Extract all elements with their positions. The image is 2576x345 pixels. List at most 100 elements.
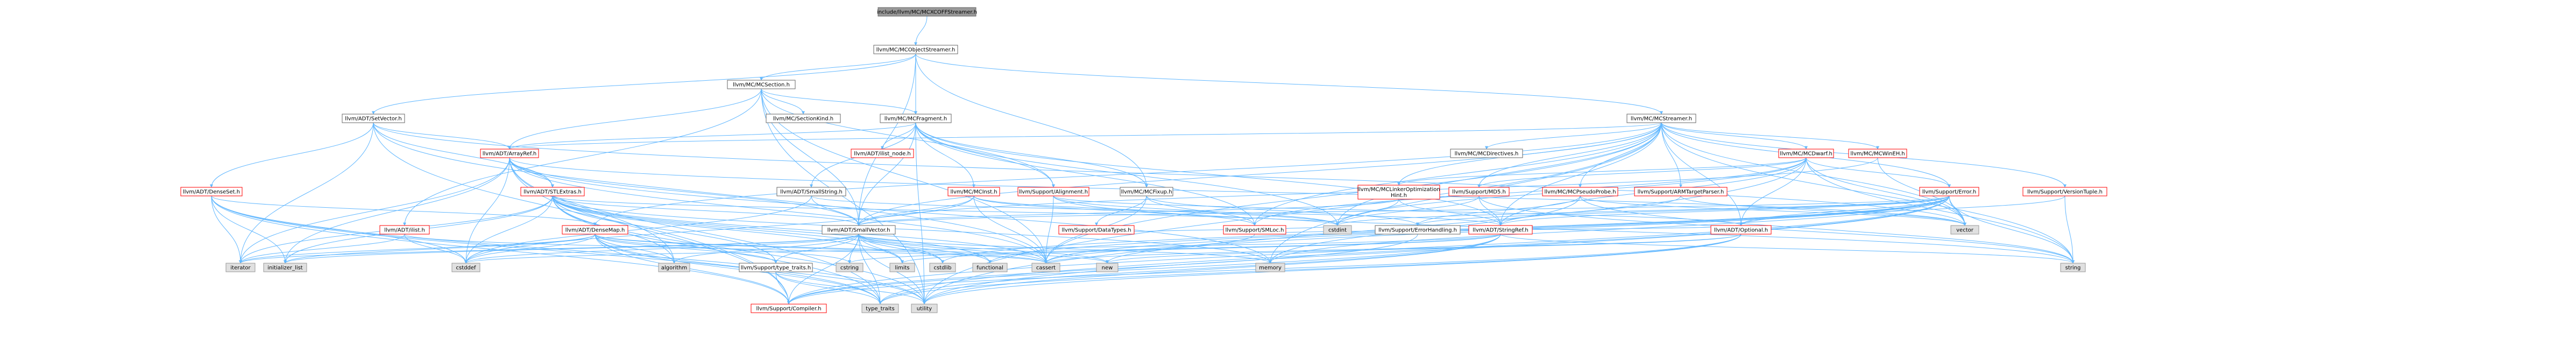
edge-mcstreamer-to-smloc: [1253, 122, 1662, 226]
edge-densesetl-to-utility: [211, 195, 926, 305]
node-mcpseudoprobe[interactable]: llvm/MC/MCPseudoProbe.h: [1542, 187, 1618, 196]
node-alignment[interactable]: llvm/Support/Alignment.h: [1017, 187, 1089, 196]
edge-setvector-to-densesetl: [210, 122, 374, 188]
node-mcfragment[interactable]: llvm/MC/MCFragment.h: [880, 114, 952, 123]
edge-smallstring-to-cstddef: [464, 195, 812, 264]
node-stlextras[interactable]: llvm/ADT/STLExtras.h: [520, 187, 585, 196]
node-box: [851, 149, 914, 158]
node-typetraits[interactable]: llvm/Support/type_traits.h: [739, 263, 813, 272]
node-box: [1058, 225, 1135, 235]
node-box: [520, 187, 585, 196]
edge-mcstreamer-to-cassert: [1044, 122, 1662, 264]
node-box: [751, 304, 827, 313]
edge-smallvector-to-cstdlib: [858, 234, 944, 264]
node-densesetl[interactable]: llvm/ADT/DenseSet.h: [180, 187, 243, 196]
node-datatypes[interactable]: llvm/Support/DataTypes.h: [1058, 225, 1135, 235]
node-mcdwarf[interactable]: llvm/MC/MCDwarf.h: [1778, 149, 1834, 158]
node-versiontuple[interactable]: llvm/Support/VersionTuple.h: [2022, 187, 2107, 196]
node-box: [947, 187, 1000, 196]
node-mcobjectstreamer[interactable]: llvm/MC/MCObjectStreamer.h: [873, 45, 958, 54]
node-label: llvm/ADT/Optional.h: [1714, 228, 1768, 234]
node-box: [861, 304, 899, 313]
node-box: [873, 45, 958, 54]
node-label: llvm/ADT/ilist.h: [384, 228, 425, 234]
edge-mcstreamer-to-string: [1661, 122, 2075, 264]
edge-smallvector-to-typetraits: [774, 234, 859, 264]
edge-mcsection-to-mcsectionkind: [761, 88, 805, 115]
node-limits: limits: [889, 263, 915, 272]
node-box: [1848, 149, 1907, 158]
node-label: utility: [917, 306, 932, 312]
edge-stlextras-to-utility: [552, 195, 926, 305]
edge-mcstreamer-to-densemap: [593, 122, 1662, 226]
node-label: limits: [895, 265, 909, 271]
edge-mcdwarf-to-string: [1806, 157, 2075, 264]
edge-supporterror-to-stringref: [1499, 195, 1950, 226]
node-mcstreamer[interactable]: llvm/MC/MCStreamer.h: [1626, 114, 1696, 123]
node-stringref[interactable]: llvm/ADT/StringRef.h: [1468, 225, 1533, 235]
node-box: [1096, 263, 1119, 272]
node-box: [889, 263, 915, 272]
edge-densemap-to-new: [595, 234, 1109, 264]
node-label: vector: [1956, 228, 1974, 234]
node-label: cstdlib: [934, 265, 952, 271]
node-setvector[interactable]: llvm/ADT/SetVector.h: [342, 114, 405, 123]
edge-stlextras-to-typetraitsstd: [552, 195, 882, 305]
node-mcinst[interactable]: llvm/MC/MCInst.h: [947, 187, 1000, 196]
edge-typetraits-to-typetraitsstd: [775, 271, 882, 305]
edge-smallvector-to-cstring: [848, 234, 859, 264]
edge-mcsection-to-arrayref: [508, 88, 762, 150]
edge-mcfragment-to-utility: [915, 122, 926, 305]
edge-arrayref-to-vector: [509, 157, 1966, 226]
node-mcfixup[interactable]: llvm/MC/MCFixup.h: [1120, 187, 1173, 196]
edge-optional-to-typetraitsstd: [879, 234, 1742, 305]
node-box: [776, 187, 846, 196]
node-box: [1950, 225, 1979, 235]
edge-mclinkeropt-to-smallvector: [857, 199, 1399, 226]
node-label: llvm/MC/MCFragment.h: [884, 116, 947, 122]
node-compiler[interactable]: llvm/Support/Compiler.h: [751, 304, 827, 313]
node-mcsectionkind[interactable]: llvm/MC/SectionKind.h: [766, 114, 841, 123]
node-label: llvm/MC/SectionKind.h: [773, 116, 833, 122]
node-label: llvm/ADT/ilist_node.h: [854, 151, 911, 157]
edge-mcstreamer-to-stringref: [1499, 122, 1662, 226]
node-mcsection[interactable]: llvm/MC/MCSection.h: [727, 80, 796, 89]
edge-smallstring-to-smallvector: [811, 195, 860, 226]
node-errorhandling[interactable]: llvm/Support/ErrorHandling.h: [1375, 225, 1461, 235]
node-densemap[interactable]: llvm/ADT/DenseMap.h: [562, 225, 628, 235]
node-label: llvm/MC/MCFixup.h: [1121, 189, 1172, 195]
node-arrayref[interactable]: llvm/ADT/ArrayRef.h: [480, 149, 539, 158]
node-smallstring[interactable]: llvm/ADT/SmallString.h: [776, 187, 846, 196]
node-label: Hint.h: [1391, 193, 1407, 199]
node-md5[interactable]: llvm/Support/MD5.h: [1448, 187, 1510, 196]
node-box: [1450, 149, 1523, 158]
edge-densesetl-to-typetraitsstd: [211, 195, 882, 305]
edge-mcstreamer-to-mcdirectives: [1485, 122, 1662, 150]
node-label: llvm/ADT/DenseSet.h: [183, 189, 240, 195]
node-ilistnode[interactable]: llvm/ADT/ilist_node.h: [851, 149, 914, 158]
edge-mcstreamer-to-utility: [923, 122, 1662, 305]
node-mcdirectives[interactable]: llvm/MC/MCDirectives.h: [1450, 149, 1523, 158]
edge-mcfragment-to-smloc: [915, 122, 1256, 226]
node-smloc[interactable]: llvm/Support/SMLoc.h: [1223, 225, 1286, 235]
edge-root-to-mcobjectstreamer: [914, 16, 928, 46]
edge-mcobjectstreamer-to-smallvector: [857, 53, 916, 226]
edge-smallvector-to-iterator: [239, 234, 859, 264]
node-armtarget[interactable]: llvm/Support/ARMTargetParser.h: [1634, 187, 1728, 196]
node-vector: vector: [1950, 225, 1979, 235]
node-box: [180, 187, 243, 196]
edge-densemap-to-cstddef: [464, 234, 596, 264]
node-smallvector[interactable]: llvm/ADT/SmallVector.h: [822, 225, 896, 235]
edge-mcobjectstreamer-to-mcstreamer: [915, 53, 1663, 115]
edge-stlextras-to-cstddef: [464, 195, 553, 264]
edge-supporterror-to-string: [1949, 195, 2075, 264]
edge-arrayref-to-compiler: [509, 157, 790, 305]
node-box: [911, 304, 938, 313]
node-supporterror[interactable]: llvm/Support/Error.h: [1919, 187, 1979, 196]
node-ilist[interactable]: llvm/ADT/ilist.h: [379, 225, 430, 235]
node-mcwinEH[interactable]: llvm/MC/MCWinEH.h: [1848, 149, 1907, 158]
node-label: memory: [1259, 265, 1282, 271]
node-optional[interactable]: llvm/ADT/Optional.h: [1710, 225, 1772, 235]
